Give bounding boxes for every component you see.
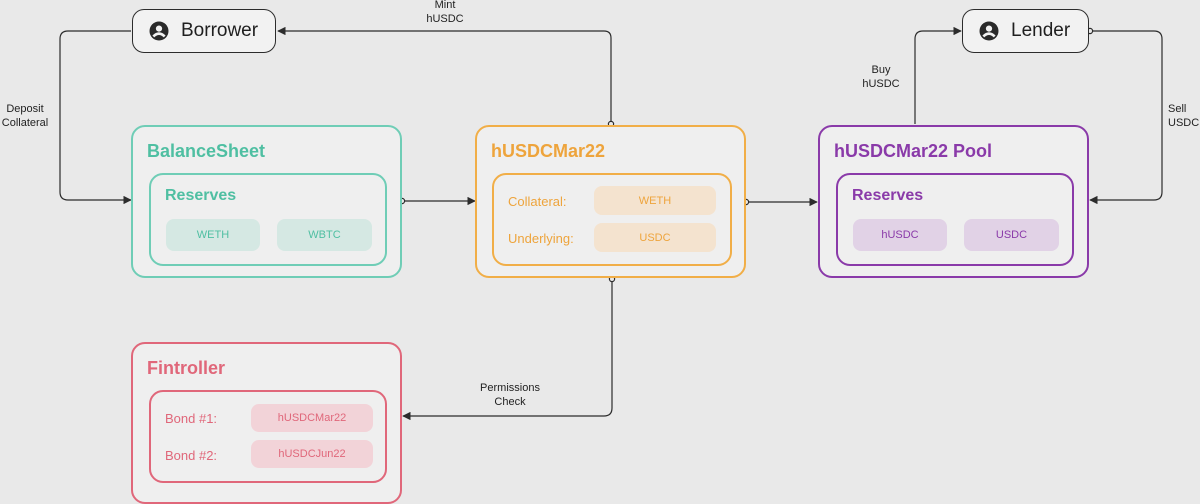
edge-sell-usdc [1089,30,1163,205]
borrower-label: Borrower [181,20,259,41]
edge-deposit-collateral [59,30,132,205]
underlying-label: Underlying: [508,231,574,246]
edge-label-sell: Sell USDC [1168,103,1200,129]
bond-2-label: Bond #2: [165,448,218,463]
user-icon [979,21,999,41]
reserve-chip-wbtc: WBTC [277,219,372,251]
pool-title: hUSDCMar22 Pool [834,141,993,161]
balancesheet-box: BalanceSheet Reserves WETH WBTC [131,125,402,278]
fintroller-box: Fintroller Bond #1: hUSDCMar22 Bond #2: … [131,342,402,504]
reserve-chip-weth: WETH [166,219,260,251]
balancesheet-title: BalanceSheet [147,141,266,161]
reserves-title: Reserves [165,187,237,204]
edge-label-buy: Buy hUSDC [862,64,900,90]
reserve-chip-usdc: USDC [964,219,1059,251]
balancesheet-reserves: Reserves WETH WBTC [149,173,387,266]
edge-permissions-check [402,279,613,421]
husdc-mar22-details: Collateral: WETH Underlying: USDC [492,173,732,266]
bond-1-chip: hUSDCMar22 [251,404,373,432]
edge-buy-husdc [914,26,962,124]
edge-label-permissions: Permissions Check [480,382,540,408]
edge-mint-husdc [277,26,612,124]
edge-label-deposit: Deposit Collateral [1,103,49,129]
pool-reserves: Reserves hUSDC USDC [836,173,1074,266]
pool-box: hUSDCMar22 Pool Reserves hUSDC USDC [818,125,1089,278]
lender-label: Lender [1011,20,1071,41]
edge-label-mint: Mint hUSDC [426,0,464,25]
collateral-label: Collateral: [508,194,567,209]
borrower-node: Borrower [132,9,276,53]
fintroller-bonds: Bond #1: hUSDCMar22 Bond #2: hUSDCJun22 [149,390,387,483]
reserve-chip-husdc: hUSDC [853,219,947,251]
bond-2-chip: hUSDCJun22 [251,440,373,468]
reserves-title: Reserves [852,187,924,204]
user-icon [149,21,169,41]
lender-node: Lender [962,9,1089,53]
bond-1-label: Bond #1: [165,411,218,426]
fintroller-title: Fintroller [147,358,226,378]
collateral-chip: WETH [594,186,716,215]
husdc-mar22-title: hUSDCMar22 [491,141,606,161]
underlying-chip: USDC [594,223,716,252]
husdc-mar22-box: hUSDCMar22 Collateral: WETH Underlying: … [475,125,746,278]
